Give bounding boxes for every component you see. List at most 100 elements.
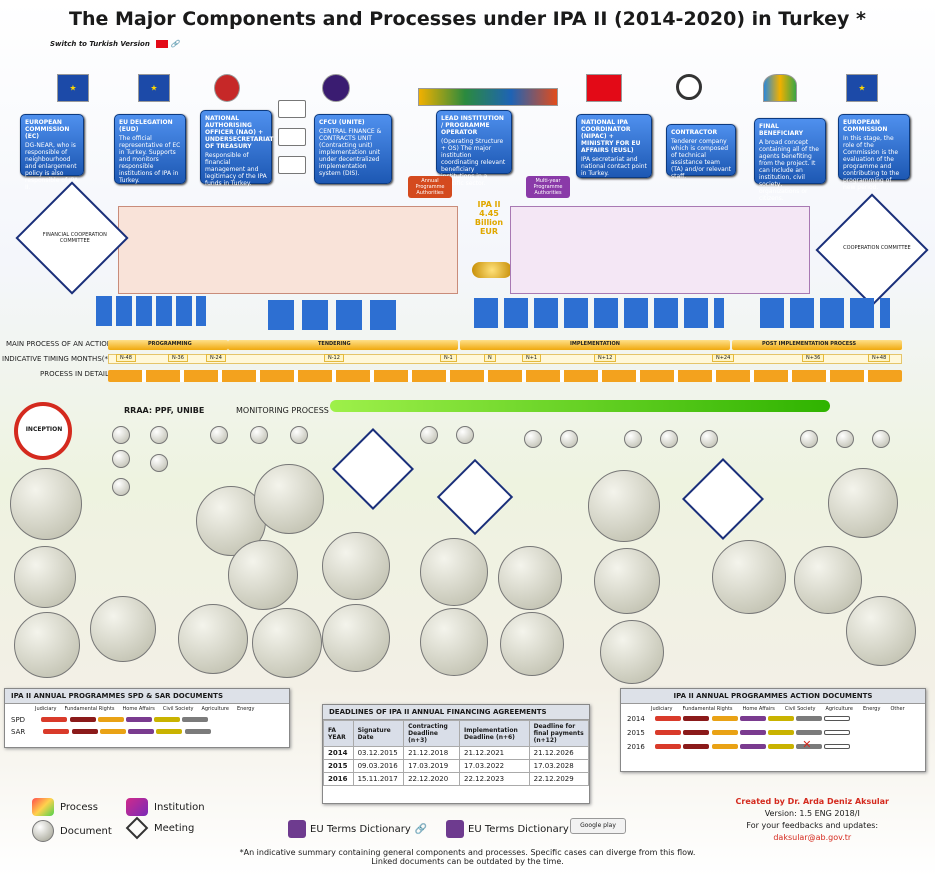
inception-circle[interactable]	[14, 402, 72, 460]
annual-action-row-2014[interactable]: 2014	[621, 712, 925, 726]
inception-label: INCEPTION	[25, 426, 63, 433]
dictionary-icon	[446, 820, 464, 838]
tick-n+1: N+1	[522, 354, 542, 362]
document-circle-13[interactable]	[420, 608, 488, 676]
mini-doc-17[interactable]	[836, 430, 854, 448]
mini-doc-6[interactable]	[210, 426, 228, 444]
financial-cooperation-committee[interactable]: FINANCIAL COOPERATION COMMITTEE	[15, 181, 129, 295]
meeting-icon	[125, 816, 149, 840]
annual-spd-row-1[interactable]: SPD	[5, 712, 289, 728]
document-circle-8[interactable]	[252, 608, 322, 678]
actor-lead-institution[interactable]: LEAD INSTITUTION / PROGRAMME OPERATOR(Op…	[436, 110, 512, 187]
document-circle-20[interactable]	[794, 546, 862, 614]
legend-institution: Institution	[126, 798, 205, 816]
tick-n+12: N+12	[594, 354, 617, 362]
tick-n+48: N+48	[868, 354, 891, 362]
process-icon	[32, 798, 54, 816]
mini-doc-7[interactable]	[250, 426, 268, 444]
switch-language-link[interactable]: Switch to Turkish Version 🔗	[50, 40, 179, 48]
mini-doc-15[interactable]	[700, 430, 718, 448]
credit-email[interactable]: daksular@ab.gov.tr	[773, 833, 852, 842]
document-circle-3[interactable]	[14, 612, 80, 678]
mini-doc-4[interactable]	[150, 426, 168, 444]
document-circle-12[interactable]	[420, 538, 488, 606]
phase-implementation[interactable]: IMPLEMENTATION	[460, 340, 730, 350]
credit-author: Created by Dr. Arda Deniz Aksular	[735, 797, 889, 806]
annual-spd-columns: Judiciary Fundamental Rights Home Affair…	[35, 706, 255, 712]
link-icon: 🔗	[170, 40, 180, 48]
phase-tendering[interactable]: TENDERING	[228, 340, 458, 350]
mini-doc-12[interactable]	[560, 430, 578, 448]
tick-n+24: N+24	[712, 354, 735, 362]
deadlines-table: FA YEAR Signature Date Contracting Deadl…	[323, 720, 590, 786]
actor-nipac[interactable]: NATIONAL IPA COORDINATOR (NIPAC) + MINIS…	[576, 114, 652, 178]
phase-post-implementation[interactable]: POST IMPLEMENTATION PROCESS	[732, 340, 902, 350]
document-circle-11[interactable]	[322, 604, 390, 672]
dictionary-link-1[interactable]: EU Terms Dictionary 🔗	[288, 820, 427, 838]
main-process-label: MAIN PROCESS OF AN ACTION	[6, 340, 113, 348]
document-circle-1[interactable]	[10, 468, 82, 540]
phase-programming[interactable]: PROGRAMMING	[108, 340, 228, 350]
document-circle-19[interactable]	[712, 540, 786, 614]
credit-block: Created by Dr. Arda Deniz Aksular Versio…	[736, 796, 889, 844]
institution-boxes-row-right	[474, 298, 724, 328]
table-row[interactable]: 2015 09.03.2016 17.03.2019 17.03.2022 17…	[323, 759, 590, 773]
document-circle-2[interactable]	[14, 546, 76, 608]
cooperation-committee[interactable]: COOPERATION COMMITTEE	[815, 193, 929, 307]
legend-document: Document	[32, 820, 112, 842]
timing-label: INDICATIVE TIMING MONTHS(*)	[2, 355, 111, 363]
actor-cfcu[interactable]: CFCU (UNITE)CENTRAL FINANCE & CONTRACTS …	[314, 114, 392, 184]
switch-language-label: Switch to Turkish Version	[50, 40, 150, 48]
table-row[interactable]: 2016 15.11.2017 22.12.2020 22.12.2023 22…	[323, 772, 590, 786]
prime-ministry-box[interactable]	[278, 100, 306, 118]
document-circle-10[interactable]	[322, 532, 390, 600]
document-circle-14[interactable]	[498, 546, 562, 610]
document-circle-17[interactable]	[594, 548, 660, 614]
tick-n+36: N+36	[802, 354, 825, 362]
mini-doc-10[interactable]	[456, 426, 474, 444]
institution-icon	[126, 798, 148, 816]
actor-european-commission[interactable]: EUROPEAN COMMISSION (EC)DG-NEAR, who is …	[20, 114, 84, 191]
coins-icon	[472, 262, 512, 278]
dictionary-link-2[interactable]: EU Terms Dictionary	[446, 820, 569, 838]
mini-doc-16[interactable]	[800, 430, 818, 448]
meeting-diamond-2[interactable]	[436, 458, 514, 536]
mini-doc-8[interactable]	[290, 426, 308, 444]
document-circle-15[interactable]	[500, 612, 564, 676]
document-circle-7[interactable]	[178, 604, 248, 674]
beneficiary-people-logo	[763, 74, 797, 102]
table-row[interactable]: 2014 03.12.2015 21.12.2018 21.12.2021 21…	[323, 746, 590, 760]
mini-doc-5[interactable]	[150, 454, 168, 472]
document-circle-22[interactable]	[846, 596, 916, 666]
mini-doc-1[interactable]	[112, 426, 130, 444]
annual-action-row-2015[interactable]: 2015	[621, 726, 925, 740]
annual-spd-row-2[interactable]: SAR	[5, 728, 289, 736]
page-title: The Major Components and Processes under…	[69, 8, 866, 30]
mini-doc-13[interactable]	[624, 430, 642, 448]
mini-doc-18[interactable]	[872, 430, 890, 448]
meeting-diamond-1[interactable]	[331, 427, 415, 511]
meeting-diamond-3[interactable]	[681, 457, 765, 541]
actor-eu-delegation[interactable]: EU DELEGATION (EUD)The official represen…	[114, 114, 186, 184]
eu-delegation-logo: ★	[138, 74, 170, 102]
document-circle-16[interactable]	[588, 470, 660, 542]
document-circle-21[interactable]	[828, 468, 898, 538]
economic-social-box[interactable]	[278, 156, 306, 174]
annual-action-row-2016[interactable]: 2016 ✕	[621, 738, 925, 754]
mini-doc-14[interactable]	[660, 430, 678, 448]
document-circle-18[interactable]	[600, 620, 664, 684]
mini-doc-11[interactable]	[524, 430, 542, 448]
institution-boxes-row-far	[760, 298, 890, 328]
mini-doc-3[interactable]	[112, 478, 130, 496]
mini-doc-2[interactable]	[112, 450, 130, 468]
google-play-badge[interactable]: Google play	[570, 818, 626, 834]
mini-doc-9[interactable]	[420, 426, 438, 444]
document-circle-4[interactable]	[90, 596, 156, 662]
document-circle-9[interactable]	[254, 464, 324, 534]
actor-nao[interactable]: NATIONAL AUTHORISING OFFICER (NAO) + UND…	[200, 110, 274, 187]
document-circle-6[interactable]	[228, 540, 298, 610]
board-treasury-box[interactable]	[278, 128, 306, 146]
